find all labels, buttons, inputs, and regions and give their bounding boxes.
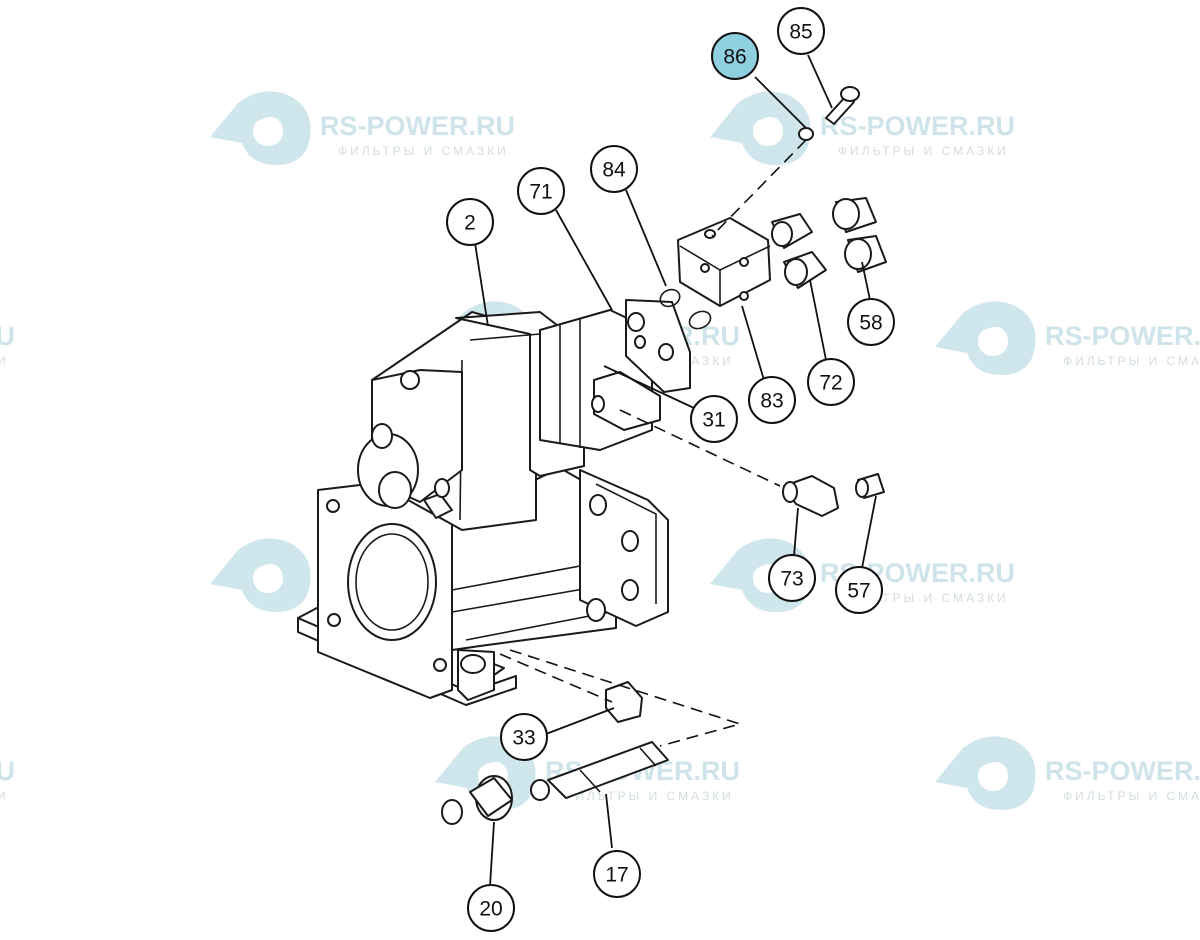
watermark: RS-POWER.RU ФИЛЬТРЫ И СМАЗКИ bbox=[710, 91, 1015, 165]
watermark-logo-icon bbox=[935, 736, 1036, 810]
washer-and-bolt bbox=[798, 86, 860, 141]
callout-circle bbox=[835, 566, 883, 614]
callout-85: 85 bbox=[777, 7, 825, 55]
watermark-tagline: ФИЛЬТРЫ И СМАЗКИ bbox=[563, 789, 734, 803]
callout-label: 72 bbox=[819, 372, 842, 395]
callout-layer: 86 85 84 71 2 58 72 83 31 73 57 33 17 20 bbox=[446, 7, 895, 932]
callout-label: 73 bbox=[780, 568, 803, 591]
callout-circle bbox=[690, 395, 738, 443]
watermark: RS-POWER.RU ФИЛЬТРЫ И СМАЗКИ bbox=[935, 301, 1200, 375]
watermark-brand: RS-POWER.RU bbox=[820, 111, 1015, 141]
callout-label: 57 bbox=[847, 580, 870, 603]
callout-circle bbox=[777, 7, 825, 55]
callout-circle bbox=[517, 167, 565, 215]
watermark: RS-POWER.RU ФИЛЬТРЫ И СМАЗКИ bbox=[210, 91, 515, 165]
callout-circle bbox=[590, 145, 638, 193]
callout-86: 86 bbox=[711, 32, 759, 80]
callout-circle bbox=[593, 850, 641, 898]
callout-label: 71 bbox=[529, 181, 552, 204]
watermark-logo-icon bbox=[935, 301, 1036, 375]
callout-72: 72 bbox=[807, 358, 855, 406]
callout-circle bbox=[446, 198, 494, 246]
callout-label: 86 bbox=[723, 46, 746, 69]
leader-lines bbox=[474, 54, 877, 887]
callout-label: 33 bbox=[512, 727, 535, 750]
watermark-logo-icon bbox=[210, 91, 311, 165]
callout-label: 17 bbox=[605, 864, 628, 887]
watermark-brand: RS-POWER.RU bbox=[1045, 756, 1200, 786]
watermark-tagline: ФИЛЬТРЫ И СМАЗКИ bbox=[0, 789, 9, 803]
callout-circle bbox=[711, 32, 759, 80]
watermark-tagline: ФИЛЬТРЫ И СМАЗКИ bbox=[1063, 354, 1200, 368]
callout-circle bbox=[467, 884, 515, 932]
callout-label: 58 bbox=[859, 312, 882, 335]
callout-label: 85 bbox=[789, 21, 812, 44]
callout-label: 20 bbox=[479, 898, 502, 921]
callout-31: 31 bbox=[690, 395, 738, 443]
watermark-brand: RS-POWER.RU bbox=[1045, 321, 1200, 351]
callout-57: 57 bbox=[835, 566, 883, 614]
pump-housing bbox=[297, 299, 691, 706]
callout-label: 84 bbox=[602, 159, 626, 182]
o-rings bbox=[659, 288, 712, 330]
watermark-brand: RS-POWER.RU bbox=[0, 756, 15, 786]
callout-circle bbox=[847, 298, 895, 346]
callout-58: 58 bbox=[847, 298, 895, 346]
callout-17: 17 bbox=[593, 850, 641, 898]
callout-71: 71 bbox=[517, 167, 565, 215]
callout-label: 31 bbox=[702, 409, 725, 432]
watermark-tagline: ФИЛЬТРЫ И СМАЗКИ bbox=[838, 144, 1009, 158]
watermark: RS-POWER.RU ФИЛЬТРЫ И СМАЗКИ bbox=[0, 321, 15, 368]
watermark-logo-icon bbox=[710, 91, 811, 165]
callout-33: 33 bbox=[500, 713, 548, 761]
watermark-brand: RS-POWER.RU bbox=[320, 111, 515, 141]
callout-circle bbox=[768, 554, 816, 602]
watermark-tagline: ФИЛЬТРЫ И СМАЗКИ bbox=[0, 354, 9, 368]
lower-parts bbox=[441, 681, 669, 825]
manifold-block bbox=[677, 217, 771, 307]
watermark: RS-POWER.RU ФИЛЬТРЫ И СМАЗКИ bbox=[935, 736, 1200, 810]
fittings bbox=[771, 197, 887, 289]
callout-84: 84 bbox=[590, 145, 638, 193]
watermark-tagline: ФИЛЬТРЫ И СМАЗКИ bbox=[1063, 789, 1200, 803]
callout-73: 73 bbox=[768, 554, 816, 602]
callout-circle bbox=[500, 713, 548, 761]
assembly-lines bbox=[499, 139, 807, 747]
callout-83: 83 bbox=[748, 376, 796, 424]
callout-label: 2 bbox=[464, 212, 476, 235]
callout-circle bbox=[807, 358, 855, 406]
callout-2: 2 bbox=[446, 198, 494, 246]
callout-20: 20 bbox=[467, 884, 515, 932]
elbow-fitting bbox=[782, 473, 885, 517]
callout-circle bbox=[748, 376, 796, 424]
watermark-logo-icon bbox=[210, 538, 311, 612]
callout-label: 83 bbox=[760, 390, 783, 413]
watermark-brand: RS-POWER.RU bbox=[0, 321, 15, 351]
watermark: RS-POWER.RU ФИЛЬТРЫ И СМАЗКИ bbox=[0, 756, 15, 803]
watermark-tagline: ФИЛЬТРЫ И СМАЗКИ bbox=[338, 144, 509, 158]
